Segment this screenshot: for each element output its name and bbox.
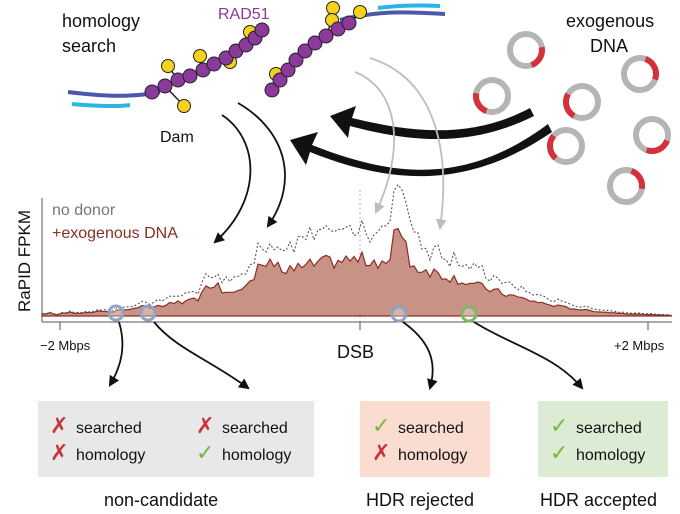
rad51-filament-right <box>264 1 367 98</box>
arrow-site1-to-box <box>108 321 124 387</box>
box4-row1-mark: ✓ <box>550 413 568 438</box>
arrow-site4-to-box <box>473 321 584 390</box>
marker-site-3 <box>390 305 408 323</box>
rad51-monomer <box>341 15 357 31</box>
exogenous-dna-label-line1: exogenous <box>566 11 654 31</box>
big-arrow-upper <box>330 106 534 140</box>
rad51-monomer <box>254 22 270 38</box>
outcome-hdr-accepted: HDR accepted <box>540 490 657 510</box>
box-hdr-rejected <box>360 401 490 477</box>
arrow-filament-to-left-peak-2 <box>237 102 286 228</box>
dna-strand-right-cyan <box>377 3 441 10</box>
marker-site-4 <box>460 305 478 323</box>
dam-protein <box>177 99 191 113</box>
box4-row1-text: searched <box>576 420 642 437</box>
arrow-grey-to-dsb-2 <box>369 57 447 231</box>
plasmid-insert <box>530 46 545 68</box>
legend-exogenous-dna: +exogenous DNA <box>52 225 178 242</box>
rad51-monomer <box>280 62 296 78</box>
homology-search-complex <box>67 1 446 113</box>
dam-protein <box>353 5 367 19</box>
rad51-label: RAD51 <box>218 6 270 23</box>
box2-row2-text: homology <box>222 447 291 464</box>
box2-row1-mark: ✗ <box>196 413 214 438</box>
box4-row2-text: homology <box>576 447 645 464</box>
box3-row1-mark: ✓ <box>372 413 390 438</box>
dam-protein <box>326 1 340 15</box>
box1-row1-text: searched <box>76 420 142 437</box>
big-arrow-lower <box>290 124 552 177</box>
plasmid-insert <box>645 139 670 154</box>
plasmid-insert <box>630 168 645 190</box>
arrow-grey-to-dsb-1 <box>354 71 395 214</box>
arrow-site3-to-box <box>402 321 438 391</box>
outcome-hdr-rejected: HDR rejected <box>366 490 474 510</box>
dna-strand-left-cyan <box>71 102 131 109</box>
rapid-plot: RaPID FPKM no donor +exogenous DNA −2 Mb… <box>15 183 673 362</box>
plasmid-insert <box>473 92 488 114</box>
homology-search-label-line2: search <box>62 36 116 56</box>
plasmid-insert <box>644 56 659 81</box>
rad51-monomer <box>318 28 334 44</box>
rad51-monomer <box>206 56 222 72</box>
rad51-monomer <box>264 82 280 98</box>
exogenous-plasmids <box>473 31 671 205</box>
plasmid-insert <box>563 92 576 119</box>
homology-search-label-line1: homology <box>62 11 140 31</box>
rad51-filament-left <box>144 22 270 113</box>
rad51-monomer <box>272 72 288 88</box>
box1-row1-mark: ✗ <box>50 413 68 438</box>
no-donor-line <box>41 183 671 316</box>
box3-row2-text: homology <box>398 447 467 464</box>
x-tick-label-dsb: DSB <box>337 342 374 362</box>
box-non-candidate <box>38 401 314 477</box>
rad51-monomer <box>297 43 313 59</box>
plasmid-insert <box>547 133 558 161</box>
legend-no-donor: no donor <box>52 202 116 219</box>
marker-site-1 <box>107 304 125 322</box>
arrow-site2-to-box <box>153 321 250 390</box>
dam-protein <box>193 49 207 63</box>
dam-protein <box>161 59 175 73</box>
rad51-monomer <box>182 68 198 84</box>
marker-site-2 <box>139 304 157 322</box>
outcome-non-candidate: non-candidate <box>104 490 218 510</box>
box2-row2-mark: ✓ <box>196 440 214 465</box>
arrow-filament-to-left-peak-1 <box>213 114 252 244</box>
rad51-monomer <box>307 35 323 51</box>
exogenous-dna-label-line2: DNA <box>590 36 628 56</box>
dam-label: Dam <box>160 129 194 146</box>
x-tick-label-right: +2 Mbps <box>614 338 665 353</box>
box3-row2-mark: ✗ <box>372 440 390 465</box>
box3-row1-text: searched <box>398 420 464 437</box>
x-tick-label-left: −2 Mbps <box>40 338 91 353</box>
box2-row1-text: searched <box>222 420 288 437</box>
box1-row2-text: homology <box>76 447 145 464</box>
box-hdr-accepted <box>538 401 668 477</box>
box4-row2-mark: ✓ <box>550 440 568 465</box>
rad51-monomer <box>144 84 160 100</box>
rad51-monomer <box>288 52 304 68</box>
y-axis-label: RaPID FPKM <box>15 210 34 312</box>
rad51-monomer <box>157 78 173 94</box>
box1-row2-mark: ✗ <box>50 440 68 465</box>
